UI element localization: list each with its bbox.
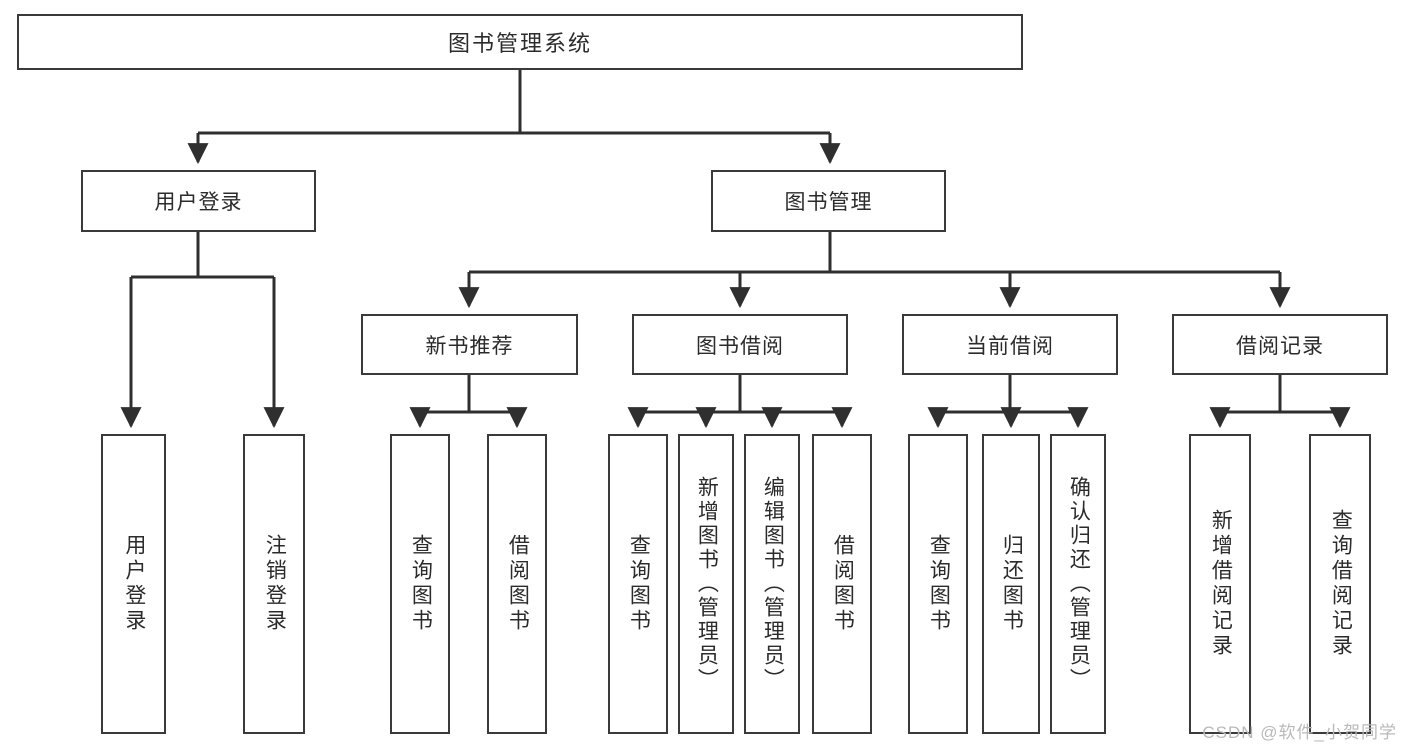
leaf-label: 用户登录 [122, 534, 146, 634]
leaf-add-borrow-record[interactable]: 新增借阅记录 [1189, 434, 1251, 734]
leaf-return-books[interactable]: 归还图书 [982, 434, 1040, 734]
leaf-label: 新增借阅记录 [1209, 509, 1233, 659]
leaf-label: 查询图书 [627, 534, 651, 634]
leaf-query-borrow-record[interactable]: 查询借阅记录 [1309, 434, 1371, 734]
node-current-borrow[interactable]: 当前借阅 [902, 314, 1118, 375]
leaf-label: 新增图书（管理员） [695, 476, 719, 692]
leaf-query-books-recommend[interactable]: 查询图书 [390, 434, 450, 734]
leaf-label: 查询借阅记录 [1329, 509, 1353, 659]
node-new-book-recommend-label: 新书推荐 [425, 334, 514, 358]
leaf-label: 归还图书 [1000, 534, 1024, 634]
leaf-user-login[interactable]: 用户登录 [101, 434, 166, 734]
leaf-borrow-books-recommend[interactable]: 借阅图书 [487, 434, 547, 734]
leaf-label: 编辑图书（管理员） [761, 476, 785, 692]
node-borrow-record-label: 借阅记录 [1236, 334, 1324, 358]
node-user-login[interactable]: 用户登录 [81, 170, 316, 232]
leaf-label: 借阅图书 [831, 534, 855, 634]
leaf-label: 注销登录 [263, 534, 287, 634]
node-current-borrow-label: 当前借阅 [966, 334, 1054, 358]
node-new-book-recommend[interactable]: 新书推荐 [361, 314, 578, 375]
leaf-borrow-books[interactable]: 借阅图书 [812, 434, 872, 734]
node-root[interactable]: 图书管理系统 [17, 14, 1023, 70]
leaf-add-book-admin[interactable]: 新增图书（管理员） [678, 434, 734, 734]
leaf-query-books-current[interactable]: 查询图书 [908, 434, 968, 734]
leaf-label: 查询图书 [927, 534, 951, 634]
leaf-confirm-return-admin[interactable]: 确认归还（管理员） [1050, 434, 1106, 734]
node-book-management[interactable]: 图书管理 [711, 170, 946, 232]
leaf-logout[interactable]: 注销登录 [243, 434, 305, 734]
node-borrow-record[interactable]: 借阅记录 [1172, 314, 1388, 375]
node-user-login-label: 用户登录 [154, 191, 243, 214]
node-book-borrow-label: 图书借阅 [696, 334, 784, 358]
leaf-label: 查询图书 [409, 534, 433, 634]
leaf-label: 借阅图书 [506, 534, 530, 634]
leaf-query-books-borrow[interactable]: 查询图书 [608, 434, 668, 734]
node-book-management-label: 图书管理 [784, 191, 873, 214]
node-book-borrow[interactable]: 图书借阅 [632, 314, 848, 375]
leaf-label: 确认归还（管理员） [1067, 476, 1091, 692]
leaf-edit-book-admin[interactable]: 编辑图书（管理员） [744, 434, 800, 734]
node-root-label: 图书管理系统 [447, 31, 592, 56]
